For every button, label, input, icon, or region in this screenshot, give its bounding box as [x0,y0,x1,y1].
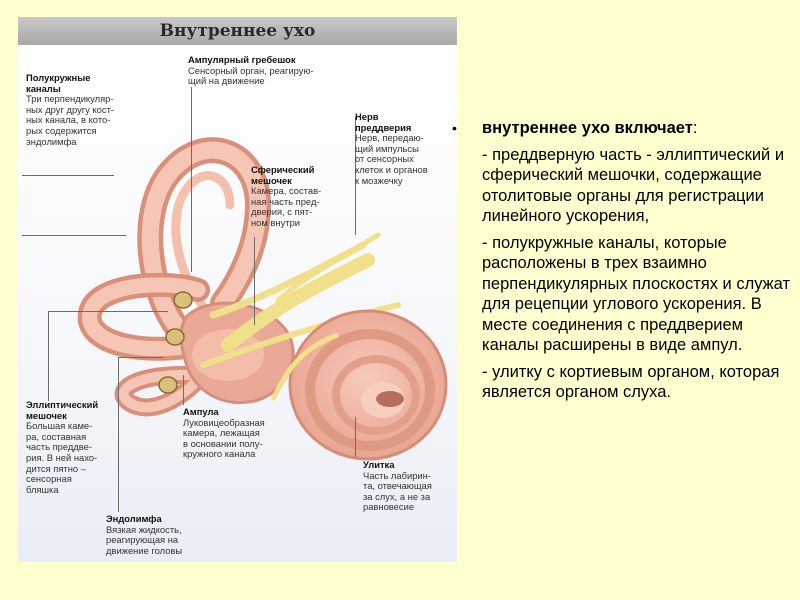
label-title: Ампула [183,407,303,418]
label-description: Часть лабирин- та, отвечающая за слух, а… [363,471,455,513]
leader-line [254,237,255,325]
list-item: - полукружные каналы, которые расположен… [482,233,792,356]
label-cochlea: Улитка Часть лабирин- та, отвечающая за … [363,460,455,513]
leader-line [48,311,49,401]
label-saccule: Сферический мешочек Камера, состав- ная … [251,165,351,229]
label-description: Нерв, передаю- щий импульсы от сенсорных… [355,133,455,186]
list-item: - улитку с кортиевым органом, которая яв… [482,362,792,403]
bullet-heading-colon: : [693,119,698,137]
label-description: Три перпендикуляр- ных друг другу кост- … [26,94,146,147]
label-title: Эллиптический мешочек [26,400,136,421]
label-title: Нерв преддверия [355,112,455,133]
label-title: Улитка [363,460,455,471]
label-vestibular-nerve: Нерв преддверия Нерв, передаю- щий импул… [355,112,455,186]
leader-line [183,375,184,405]
label-title: Эндолимфа [106,514,256,525]
label-title: Ампулярный гребешок [188,55,378,66]
label-description: Луковицеобразная камера, лежащая в основ… [183,418,303,460]
label-utricle: Эллиптический мешочек Большая каме- ра, … [26,400,136,495]
label-description: Сенсорный орган, реагирую- щий на движен… [188,66,378,87]
leader-line [355,417,356,457]
label-description: Камера, состав- ная часть пред- дверия, … [251,186,351,228]
inner-ear-figure: Внутреннее ухо [18,17,457,562]
label-title: Сферический мешочек [251,165,351,186]
figure-title: Внутреннее ухо [18,21,457,41]
label-ampullary-crest: Ампулярный гребешок Сенсорный орган, реа… [188,55,378,87]
bullet-point-icon: • [452,118,457,139]
leader-line [118,357,163,358]
label-title: Полукружные каналы [26,73,146,94]
bullet-heading: внутреннее ухо включает [482,119,693,137]
label-description: Большая каме- ра, составная часть преддв… [26,421,136,495]
label-semicircular-canals: Полукружные каналы Три перпендикуляр- ны… [26,73,146,147]
leader-line [48,311,168,312]
bullet-heading-row: • внутреннее ухо включает: [452,118,792,139]
list-item: - преддверную часть - эллиптический и сф… [482,145,792,227]
bullet-text-block: • внутреннее ухо включает: - преддверную… [452,118,792,409]
leader-line [191,87,192,272]
leader-line [22,175,114,176]
leader-line [22,235,126,236]
label-description: Вязкая жидкость, реагирующая на движение… [106,525,256,557]
figure-header: Внутреннее ухо [18,17,457,45]
label-ampulla: Ампула Луковицеобразная камера, лежащая … [183,407,303,460]
label-endolymph: Эндолимфа Вязкая жидкость, реагирующая н… [106,514,256,556]
